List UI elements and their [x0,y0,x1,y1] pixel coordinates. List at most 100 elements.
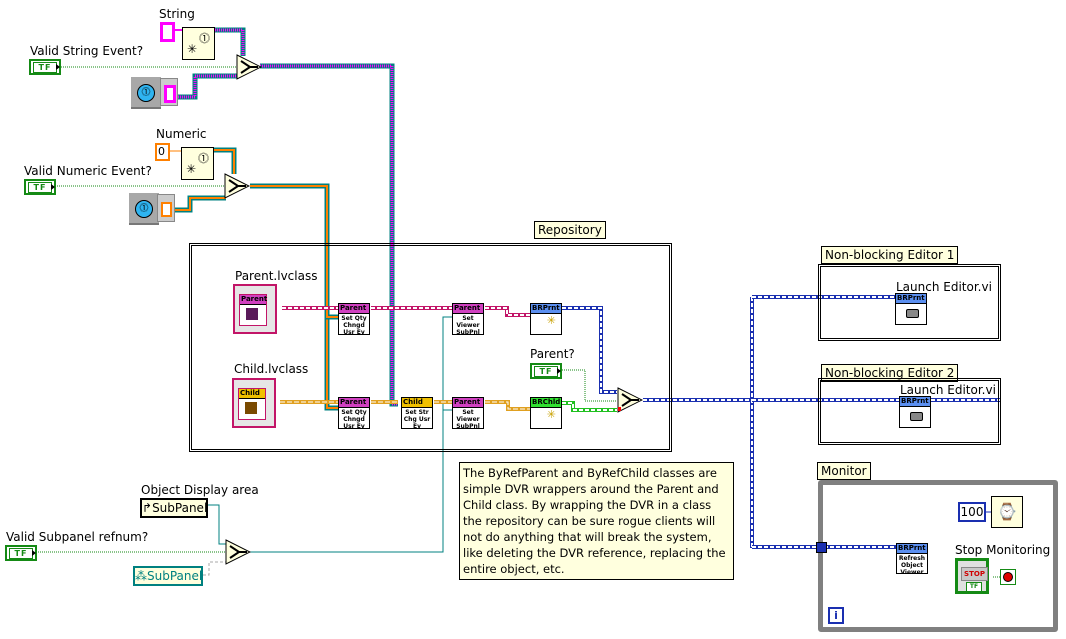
subpanel-refnum-wire [205,316,452,553]
event-refnum-constant-string[interactable]: ⓵ [131,77,161,109]
set-viewer-subpanel-parent[interactable]: Parent Set Viewer SubPnl [452,303,484,336]
valid-numeric-event-toggle[interactable]: TF [24,179,56,195]
set-qty-changed-usr-ev-parent[interactable]: Parent Set Qty Chngd Usr Ev [338,303,370,336]
subvi-band: Parent [453,398,483,408]
launch-editor-1-label: Launch Editor.vi [896,280,992,294]
launch-editor-1-subvi[interactable]: BRPrnt [895,293,927,325]
subvi-band: Parent [339,398,369,408]
valid-subpanel-toggle[interactable]: TF [5,545,37,561]
editor-2-label: Non-blocking Editor 2 [821,364,959,382]
user-event-icon: ⓵ [198,152,209,165]
boolean-wires [38,66,1000,578]
loop-condition-terminal[interactable] [1000,569,1016,585]
event-refnum-constant-numeric[interactable]: ⓵ [129,193,159,225]
editor-2-frame [818,378,1001,445]
subvi-text: Refresh Object Viewer [898,555,926,576]
parent-q-label: Parent? [530,347,575,361]
string-type-constant [160,78,178,106]
repository-frame [189,243,672,452]
subvi-band: Child [402,398,432,408]
subpanel-refnum-control[interactable]: ↱SubPanel [140,498,208,518]
editor-1-label: Non-blocking Editor 1 [821,246,959,264]
subvi-band: BRPrnt [531,304,561,314]
starburst-icon: ✳ [546,408,556,421]
subpanel-refnum-constant[interactable]: ⁂SubPanel [133,566,203,586]
set-str-chg-usr-ev-child[interactable]: Child Set Str Chg Usr Ev [401,397,433,430]
select-node-numeric [224,173,250,199]
stop-text: STOP [961,567,988,581]
subvi-band: BRPrnt [897,544,927,554]
object-display-label: Object Display area [141,483,259,497]
user-event-icon: ⓵ [199,32,210,45]
subvi-text: Set Str Chg Usr Ev [403,409,431,430]
class-band: Parent [240,295,268,305]
numeric-label: Numeric [156,127,207,141]
cube-icon [246,308,258,320]
select-node-string [236,54,262,80]
create-user-event-string[interactable]: ⓵ ✳ [182,27,215,60]
subvi-band: Parent [339,304,369,314]
subvi-text: Set Viewer SubPnl [456,315,480,336]
child-class-constant[interactable]: Child [232,378,276,428]
valid-string-event-label: Valid String Event? [30,44,144,58]
bool-text: TF [28,182,52,193]
parent-class-constant[interactable]: Parent [233,284,277,334]
stop-sign-icon [1003,572,1013,582]
refresh-object-viewer-subvi[interactable]: BRPrnt Refresh Object Viewer [896,543,928,576]
bool-text: TF [33,62,57,73]
event-icon: ⓵ [135,200,153,218]
subvi-band: BRPrnt [896,294,926,304]
subvi-text: Set Qty Chngd Usr Ev [341,315,367,336]
numeric-control-terminal[interactable]: 0 [155,143,170,161]
subpanel-text: SubPanel [152,501,208,515]
bool-text: TF [534,366,558,377]
stop-monitoring-label: Stop Monitoring [955,543,1051,557]
brchld-wire [562,401,617,412]
comment-note: The ByRefParent and ByRefChild classes a… [459,462,734,580]
starburst-icon: ✳ [186,162,197,176]
valid-subpanel-label: Valid Subpanel refnum? [6,530,149,544]
loop-tunnel [816,542,827,553]
cube-icon [245,402,257,414]
starburst-icon: ✳ [546,314,556,327]
camera-icon [910,412,923,421]
select-node-class [617,387,643,413]
launch-editor-2-label: Launch Editor.vi [900,383,996,397]
numeric-event-wire [175,147,338,411]
launch-editor-2-subvi[interactable]: BRPrnt [899,396,931,428]
subpanel-text: SubPanel [147,569,203,583]
wait-ms-watch-icon[interactable]: ⌚ [991,496,1023,528]
monitor-while-loop [818,480,1058,632]
hierarchy-icon: ⁂ [135,569,147,583]
camera-icon [906,309,919,318]
event-icon: ⓵ [137,84,155,102]
bool-text: TF [9,548,33,559]
parent-class-wire [282,306,530,317]
bool-text: TF [966,582,982,592]
wait-ms-constant[interactable]: 100 [958,502,986,522]
subvi-text: Set Qty Chngd Usr Ev [341,409,367,430]
stop-monitoring-button[interactable]: STOP TF [955,558,989,594]
repository-label: Repository [534,221,606,239]
select-node-subpanel [225,539,251,565]
string-control-terminal[interactable] [160,22,175,42]
set-qty-changed-usr-ev-child[interactable]: Parent Set Qty Chngd Usr Ev [338,397,370,430]
editor-1-frame [818,264,1001,341]
set-viewer-subpanel-child[interactable]: Parent Set Viewer SubPnl [452,397,484,430]
valid-numeric-event-label: Valid Numeric Event? [24,164,152,178]
child-class-wire [280,400,530,411]
subpanel-arrow-icon: ↱ [142,501,153,515]
valid-string-event-toggle[interactable]: TF [29,59,61,75]
byref-wire [562,295,1000,549]
class-band: Child [239,389,265,399]
subvi-band: BRChld [531,398,561,408]
parent-q-toggle[interactable]: TF [530,363,562,379]
create-byref-child[interactable]: BRChld ✳ [530,397,562,429]
create-user-event-numeric[interactable]: ⓵ ✳ [181,147,214,180]
numeric-type-constant [157,194,175,222]
child-class-label: Child.lvclass [234,362,309,376]
monitor-label: Monitor [817,462,871,480]
create-byref-parent[interactable]: BRPrnt ✳ [530,303,562,335]
string-label: String [159,7,195,21]
